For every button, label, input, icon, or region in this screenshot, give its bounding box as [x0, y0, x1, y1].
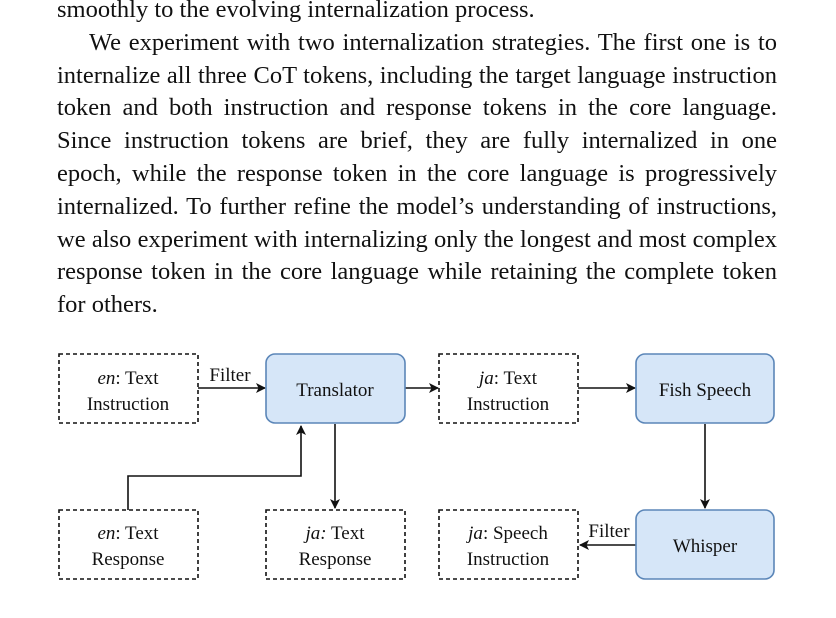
- box-translator: Translator: [265, 353, 406, 424]
- body-text: smoothly to the evolving internalization…: [57, 0, 777, 322]
- box-en-text-instruction: en: Text Instruction: [58, 353, 199, 424]
- svg-text:Response: Response: [299, 549, 372, 570]
- arrow-en-response-to-translator: [127, 425, 306, 510]
- lang-tag: en: [97, 523, 115, 544]
- svg-text:Instruction: Instruction: [467, 394, 550, 415]
- box-ja-text-response: ja: Text Response: [265, 509, 406, 580]
- edge-label-filter-top: Filter: [209, 365, 251, 386]
- box-ja-speech-instruction: ja: Speech Instruction: [438, 509, 579, 580]
- svg-text:Translator: Translator: [296, 380, 374, 401]
- svg-text:Response: Response: [92, 549, 165, 570]
- edge-label-filter-bottom: Filter: [588, 521, 630, 542]
- svg-text:Fish Speech: Fish Speech: [659, 380, 752, 401]
- svg-text:en: Text: en: Text: [97, 523, 159, 544]
- lang-tag: en: [97, 368, 115, 389]
- svg-text:ja: Text: ja: Text: [476, 368, 538, 389]
- connectors: [127, 383, 710, 550]
- svg-text:Instruction: Instruction: [467, 549, 550, 570]
- paragraph-1: smoothly to the evolving internalization…: [57, 0, 535, 23]
- svg-text:Whisper: Whisper: [673, 536, 738, 557]
- lang-tag: ja: [465, 523, 483, 544]
- lang-tag: ja: [476, 368, 494, 389]
- box-ja-text-instruction: ja: Text Instruction: [438, 353, 579, 424]
- svg-text:ja: Text: ja: Text: [302, 523, 365, 544]
- svg-text:Instruction: Instruction: [87, 394, 170, 415]
- svg-text:ja: Speech: ja: Speech: [465, 523, 548, 544]
- lang-tag: ja:: [302, 523, 326, 544]
- box-fish-speech: Fish Speech: [635, 353, 775, 424]
- box-en-text-response: en: Text Response: [58, 509, 199, 580]
- paragraph-2: We experiment with two internalization s…: [57, 28, 777, 319]
- box-whisper: Whisper: [635, 509, 775, 580]
- svg-text:en: Text: en: Text: [97, 368, 159, 389]
